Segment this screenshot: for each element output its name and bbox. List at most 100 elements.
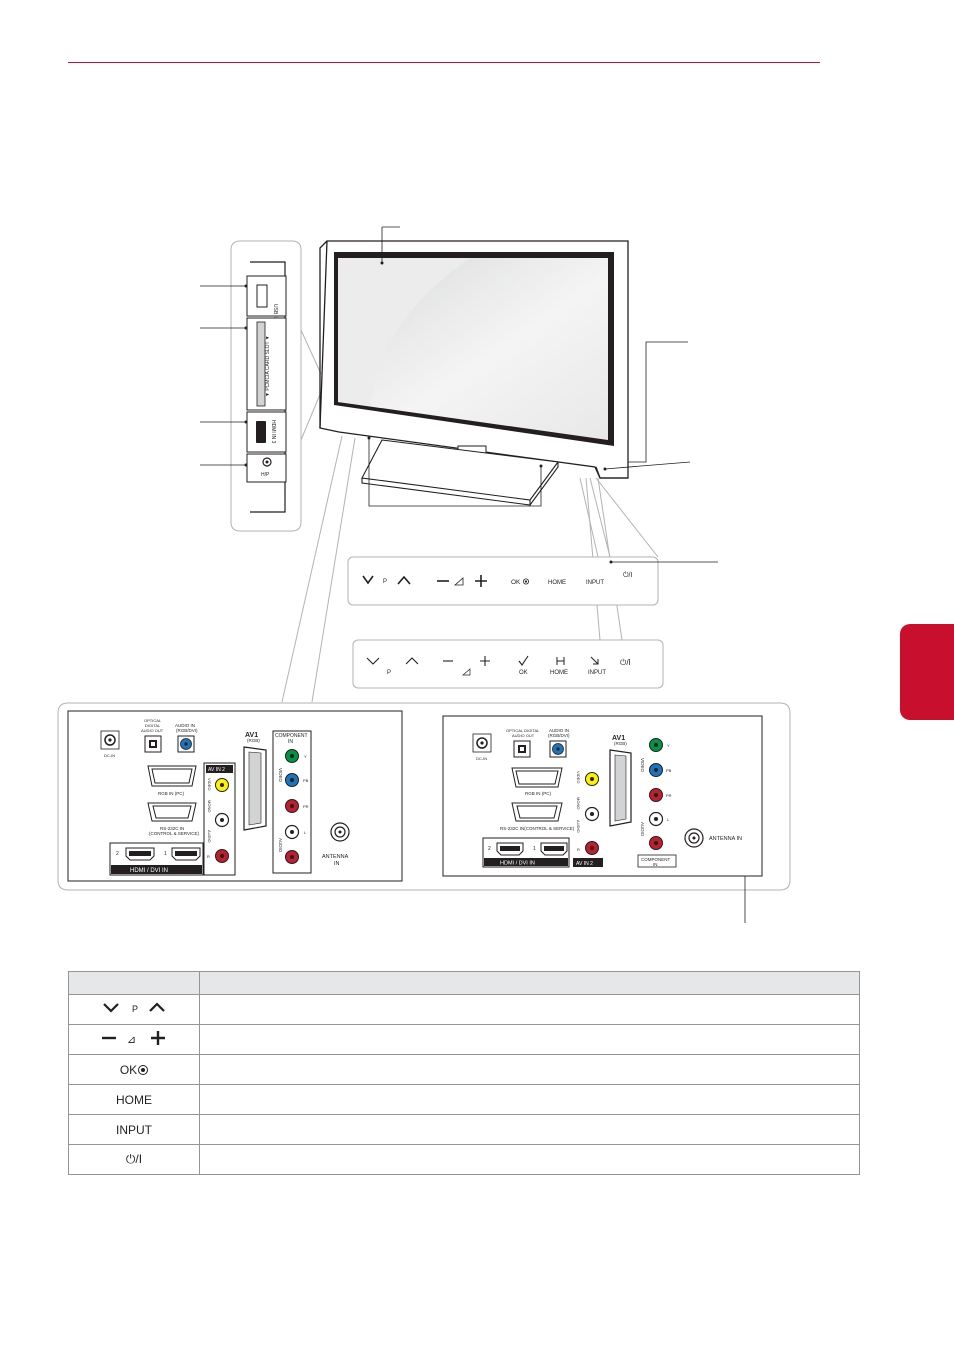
- rpb-hdmi-dvi: HDMI / DVI IN: [500, 861, 535, 867]
- table-header-button: [68, 971, 200, 995]
- volume-buttons-icon: ⊿: [102, 1031, 165, 1046]
- rpa-video-v: VIDEO: [278, 768, 283, 783]
- rpa-pb: PB: [303, 778, 309, 783]
- rpb-video: VIDEO: [576, 771, 581, 783]
- table-desc: [199, 1024, 860, 1055]
- table-row: ⊿: [68, 1024, 860, 1055]
- rpa-pr: PR: [303, 804, 309, 809]
- fpa-p-label: P: [383, 579, 387, 585]
- rpb-mono: MONO: [576, 797, 581, 809]
- fpa-home-label: HOME: [548, 580, 566, 586]
- side-panel-inset: USB IN ▼ PCMCIA CARD SLOT ▼ HDMI IN 3 H/…: [200, 240, 322, 532]
- rear-panel-b: DC-IN OPTICAL DIGITAL AUDIO OUT AUDIO IN…: [442, 715, 763, 877]
- rpb-av1: AV1: [612, 735, 625, 742]
- rpb-video-v: VIDEO: [640, 758, 645, 773]
- rear-panel-a: DC-IN OPTICAL DIGITAL AUDIO OUT AUDIO IN…: [67, 710, 403, 882]
- table-desc: [199, 994, 860, 1025]
- program-buttons-icon: P: [103, 1002, 165, 1014]
- headphone-label: H/P: [261, 472, 270, 478]
- rpb-optical-2: AUDIO OUT: [512, 733, 535, 738]
- rpa-optical-1: OPTICAL: [144, 718, 162, 723]
- rpa-component-2: IN: [288, 739, 293, 745]
- rpa-antenna-2: IN: [334, 861, 340, 867]
- fpb-ok-label: OK: [519, 670, 528, 676]
- power-button-cell: ⏻/I: [68, 1144, 200, 1175]
- rpa-audio-v: AUDIO: [278, 838, 283, 853]
- rpa-mono: MONO: [207, 800, 212, 812]
- rpa-rs232-1: RS-232C IN: [160, 826, 184, 831]
- rpb-l: L: [667, 817, 670, 822]
- rpa-video: VIDEO: [207, 778, 212, 790]
- rpa-component-1: COMPONENT: [275, 733, 308, 739]
- table-desc: [199, 1084, 860, 1115]
- section-tab: [900, 624, 954, 720]
- rpa-av-in-2: AV IN 2: [208, 767, 225, 773]
- rpb-rs232: RS-232C IN(CONTROL & SERVICE): [500, 826, 575, 831]
- rpb-hdmi-2: 2: [488, 846, 491, 852]
- rpa-rs232-2: (CONTROL & SERVICE): [149, 831, 200, 836]
- ok-circle-icon: [138, 1064, 149, 1075]
- table-row: ⏻/I: [68, 1144, 860, 1175]
- rpb-dc-in: DC-IN: [476, 756, 487, 761]
- pcmcia-label: ▼ PCMCIA CARD SLOT ▼: [265, 335, 271, 397]
- rpa-optical-3: AUDIO OUT: [141, 728, 164, 733]
- rpa-dc-in: DC-IN: [104, 753, 115, 758]
- rpa-rgb-in: RGB IN (PC): [158, 791, 185, 796]
- rpa-antenna-1: ANTENNA: [322, 854, 349, 860]
- rpa-l: L: [304, 830, 307, 835]
- home-button-cell: HOME: [68, 1084, 200, 1115]
- table-row: HOME: [68, 1084, 860, 1115]
- rpa-hdmi-1: 1: [164, 851, 167, 857]
- input-button-cell: INPUT: [68, 1114, 200, 1145]
- rpb-y: Y: [667, 743, 670, 748]
- program-buttons-cell: P: [68, 994, 200, 1025]
- table-desc: [199, 1144, 860, 1175]
- fpb-input-label: INPUT: [588, 670, 606, 676]
- fpb-power-label: ⏻/I: [620, 658, 631, 667]
- rpb-audio-in-2: (RGB/DVI): [548, 733, 570, 738]
- front-panel-b: P OK HOME INPUT ⏻/I: [352, 639, 664, 689]
- table-header-description: [199, 971, 860, 995]
- rpa-hdmi-2: 2: [116, 851, 119, 857]
- rpb-pb: PB: [666, 768, 672, 773]
- buttons-table: P ⊿ OK HOME INPUT: [68, 971, 860, 1175]
- rpa-optical-2: DIGITAL: [145, 723, 161, 728]
- volume-buttons-cell: ⊿: [68, 1024, 200, 1055]
- fpa-input-label: INPUT: [586, 580, 604, 586]
- rpa-hdmi-dvi: HDMI / DVI IN: [130, 868, 168, 874]
- rpb-audio-v: AUDIO: [640, 822, 645, 837]
- fpb-p-label: P: [387, 670, 391, 676]
- fpb-home-label: HOME: [550, 670, 568, 676]
- rpb-antenna: ANTENNA IN: [709, 836, 742, 842]
- rpa-y: Y: [304, 754, 307, 759]
- rpb-component-2: IN: [653, 862, 658, 867]
- tv-diagram: USB IN ▼ PCMCIA CARD SLOT ▼ HDMI IN 3 H/…: [57, 226, 791, 923]
- rpb-r: R: [577, 847, 580, 852]
- table-desc: [199, 1054, 860, 1085]
- ok-button-cell: OK: [68, 1054, 200, 1085]
- fpa-power-label: ⏻/I: [623, 571, 632, 579]
- header-rule: [68, 62, 820, 63]
- rpb-av1-sub: (RGB): [614, 741, 627, 746]
- rpa-r: R: [207, 854, 210, 859]
- rpb-audio: AUDIO: [576, 820, 581, 833]
- volume-symbol: ⊿: [127, 1033, 136, 1046]
- rpb-av-in-2: AV IN 2: [576, 861, 593, 867]
- front-panel-a: P OK HOME INPUT ⏻/I: [347, 556, 718, 606]
- table-row: OK: [68, 1054, 860, 1085]
- fpa-ok-label: OK: [511, 579, 521, 586]
- table-header-row: [68, 971, 860, 995]
- rpb-pr: PR: [666, 793, 672, 798]
- table-row: INPUT: [68, 1114, 860, 1145]
- rpb-optical-1: OPTICAL DIGITAL: [506, 728, 540, 733]
- rpb-audio-in-1: AUDIO IN: [549, 728, 569, 733]
- program-p-label: P: [132, 1004, 138, 1014]
- rpa-audio-in-2: (RGB/DVI): [176, 728, 198, 733]
- hdmi3-label: HDMI IN 3: [270, 420, 276, 444]
- rpa-audio-in-1: AUDIO IN: [175, 723, 195, 728]
- tv-illustration: [281, 226, 691, 703]
- rpa-audio: AUDIO: [207, 830, 212, 843]
- rpa-av1-sub: (RGB): [247, 738, 260, 743]
- rpa-av1: AV1: [245, 732, 258, 739]
- ok-button-label: OK: [119, 1062, 138, 1077]
